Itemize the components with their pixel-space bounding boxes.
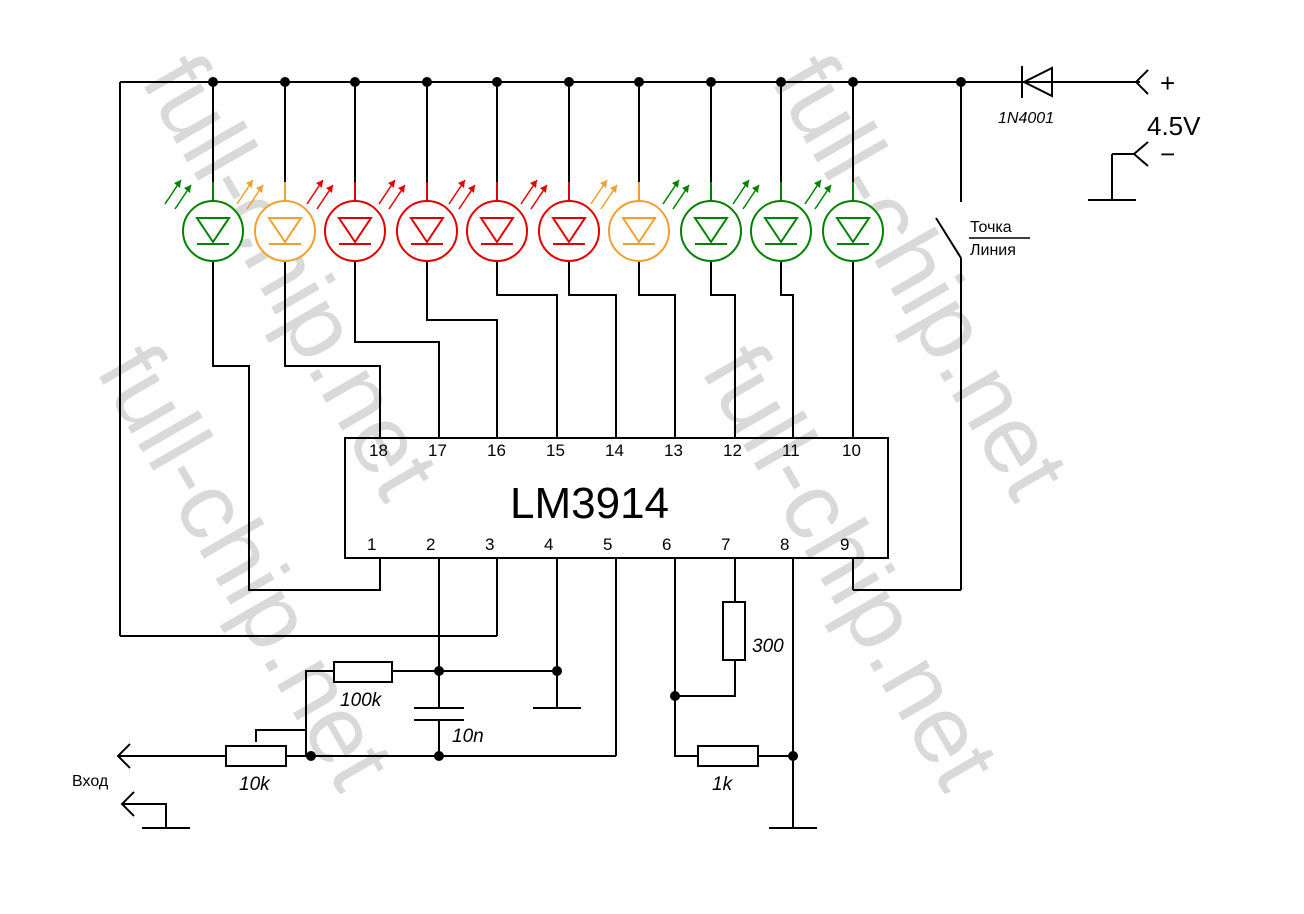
switch-label-dot: Точка: [970, 219, 1012, 236]
potentiometer-10k: 10k: [225, 745, 287, 795]
led: [520, 179, 600, 280]
voltage-label: 4.5V: [1147, 111, 1201, 141]
pin-label: 7: [721, 535, 730, 554]
led: [732, 179, 812, 280]
pin-label: 10: [842, 441, 861, 460]
pin-label: 5: [603, 535, 612, 554]
capacitor-10n: 10n: [414, 707, 484, 747]
input-terminal: Вход: [72, 743, 190, 829]
diode-1n4001: 1N4001: [998, 66, 1054, 127]
pin-label: 2: [426, 535, 435, 554]
diode-label: 1N4001: [998, 110, 1054, 127]
pin-label: 18: [369, 441, 388, 460]
led: [164, 179, 244, 280]
r300-label: 300: [752, 636, 784, 657]
input-label: Вход: [72, 773, 109, 790]
power-terminals: + 4.5V −: [1088, 68, 1201, 201]
pin-label: 15: [546, 441, 565, 460]
pin-label: 4: [544, 535, 553, 554]
pin-label: 12: [723, 441, 742, 460]
pin-label: 17: [428, 441, 447, 460]
pin-label: 11: [782, 441, 800, 460]
led: [378, 179, 458, 280]
switch-label-bar: Линия: [970, 242, 1016, 259]
led: [804, 179, 884, 280]
pin-label: 16: [487, 441, 506, 460]
mode-switch: Точка Линия: [852, 82, 1030, 591]
ic-name: LM3914: [510, 479, 669, 528]
led: [448, 179, 528, 280]
resistor-100k: 100k: [333, 661, 393, 711]
ic-bottom-pin-labels: 1 2 3 4 5 6 7 8 9: [367, 535, 849, 554]
bottom-wires: [118, 558, 817, 829]
watermark: full-chip.net full-chip.net full-chip.ne…: [77, 37, 1090, 806]
plus-label: +: [1160, 68, 1175, 98]
minus-label: −: [1160, 139, 1175, 169]
led-cathode-wires: [212, 262, 854, 591]
ic-lm3914: LM3914 18 17 16 15 14 13 12 11 10 1 2 3 …: [344, 437, 889, 559]
junction-dots: [208, 77, 966, 761]
pin-label: 13: [664, 441, 683, 460]
ic-top-pin-labels: 18 17 16 15 14 13 12 11 10: [369, 441, 861, 460]
pin-label: 6: [662, 535, 671, 554]
resistor-1k: 1k: [697, 745, 759, 795]
r1k-label: 1k: [712, 774, 734, 795]
pin-label: 8: [780, 535, 789, 554]
led: [236, 179, 316, 280]
r10k-label: 10k: [239, 774, 271, 795]
pin-label: 14: [605, 441, 624, 460]
led: [590, 179, 670, 280]
resistor-300: 300: [722, 601, 784, 661]
led: [662, 179, 742, 280]
cap-label: 10n: [452, 726, 484, 747]
led: [306, 179, 386, 280]
led-anode-wires: [212, 82, 854, 200]
pin-label: 9: [840, 535, 849, 554]
pin-label: 3: [485, 535, 494, 554]
r100k-label: 100k: [340, 690, 383, 711]
pin-label: 1: [367, 535, 376, 554]
